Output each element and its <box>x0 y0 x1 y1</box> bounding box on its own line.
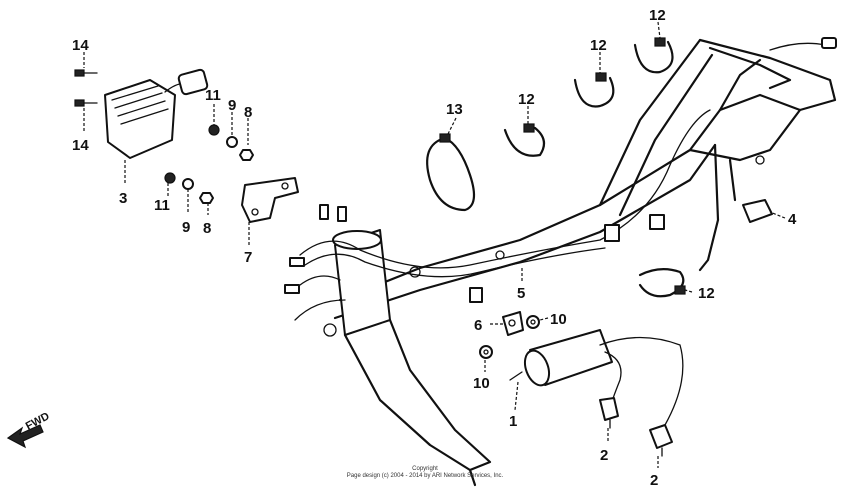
callout-12-c: 12 <box>649 7 666 24</box>
callout-12-d: 12 <box>698 285 715 302</box>
frame-body <box>284 37 837 487</box>
bolt-14-upper <box>74 69 98 77</box>
band-12-c <box>633 37 674 74</box>
hardware-upper <box>208 124 254 161</box>
callout-2-b: 2 <box>650 472 658 489</box>
fwd-arrow: FWD <box>6 410 52 449</box>
bolt-14-lower <box>74 99 98 107</box>
callout-8-lower: 8 <box>203 220 211 237</box>
callout-6: 6 <box>474 317 482 334</box>
callout-10-lower: 10 <box>473 375 490 392</box>
callout-9-lower: 9 <box>182 219 190 236</box>
callout-2-a: 2 <box>600 447 608 464</box>
callout-3: 3 <box>119 190 127 207</box>
callout-10-upper: 10 <box>550 311 567 328</box>
washer-10-lower <box>479 345 493 359</box>
callout-5: 5 <box>517 285 525 302</box>
callout-8-upper: 8 <box>244 104 252 121</box>
copyright-line-1: Copyright <box>412 466 438 472</box>
plug-cap-2-a <box>599 397 619 429</box>
callout-4: 4 <box>788 211 797 228</box>
callout-11-upper: 11 <box>205 87 221 104</box>
plug-cap-2-b <box>649 424 673 457</box>
hardware-lower <box>164 172 214 204</box>
band-12-b <box>573 72 615 108</box>
regulator-rectifier <box>104 68 209 159</box>
callout-14-lower: 14 <box>72 137 89 154</box>
callout-11-lower: 11 <box>154 197 170 214</box>
callout-9-upper: 9 <box>228 97 236 114</box>
callout-7: 7 <box>244 249 252 266</box>
callout-14-upper: 14 <box>72 37 89 54</box>
washer-10-upper <box>526 315 540 329</box>
stay-6 <box>502 311 524 336</box>
band-12-a <box>503 123 546 157</box>
callout-numbers: 14 14 3 11 9 8 11 9 8 7 13 12 12 12 12 4… <box>72 7 797 489</box>
copyright-line-2: Page design (c) 2004 - 2014 by ARI Netwo… <box>346 473 504 479</box>
callout-12-a: 12 <box>518 91 535 108</box>
band-12-d <box>638 268 686 298</box>
ignition-coil-1 <box>509 329 684 426</box>
leader-lines <box>83 21 786 468</box>
callout-12-b: 12 <box>590 37 607 54</box>
cushion-4 <box>742 199 773 223</box>
callout-1: 1 <box>509 413 517 430</box>
band-13 <box>426 133 476 212</box>
callout-13: 13 <box>446 101 463 118</box>
bracket-7 <box>241 177 299 223</box>
